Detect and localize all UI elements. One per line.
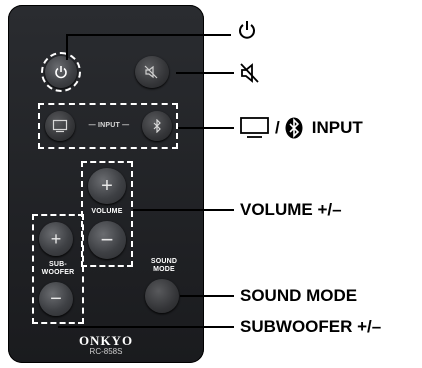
tv-input-button[interactable]	[45, 111, 75, 141]
mute-icon	[135, 56, 169, 88]
sound-mode-callout-line	[180, 295, 234, 297]
subwoofer-label: SUBWOOFER +/–	[240, 317, 382, 336]
input-callout: / INPUT	[240, 117, 363, 139]
subwoofer-down-button[interactable]: −	[39, 282, 73, 316]
plus-icon: +	[50, 228, 62, 249]
remote-control: — INPUT — + VOLUME − + SUB- WOOFER − SOU…	[8, 5, 204, 363]
sound-mode-text: SOUND MODE	[139, 258, 189, 274]
power-callout-icon	[238, 20, 256, 45]
mute-icon	[240, 63, 259, 83]
input-separator: /	[275, 118, 280, 137]
mute-callout-line	[176, 72, 234, 74]
tv-icon	[240, 117, 269, 138]
volume-up-button[interactable]: +	[88, 168, 126, 204]
volume-text: VOLUME	[91, 208, 123, 215]
sound-mode-button[interactable]	[145, 279, 179, 313]
mute-callout-icon	[240, 63, 262, 88]
sound-mode-text-line1: SOUND	[150, 258, 178, 265]
subwoofer-text-line2: WOOFER	[41, 269, 75, 276]
input-text: — INPUT —	[88, 122, 130, 129]
power-callout-line	[66, 34, 231, 36]
mute-button[interactable]	[135, 56, 169, 88]
subwoofer-text-line1: SUB-	[49, 261, 67, 268]
subwoofer-highlight	[32, 214, 84, 324]
input-label: INPUT	[311, 118, 363, 137]
subwoofer-callout-line	[58, 326, 234, 328]
plus-icon: +	[101, 174, 113, 197]
input-callout-line	[178, 127, 234, 129]
power-highlight	[41, 52, 81, 92]
sound-mode-label: SOUND MODE	[240, 286, 358, 305]
power-icon	[239, 21, 255, 39]
volume-callout-line	[133, 209, 234, 211]
subwoofer-up-button[interactable]: +	[39, 222, 73, 256]
sound-mode-text-line2: MODE	[153, 266, 175, 273]
brand-logo: ONKYO	[78, 333, 134, 348]
power-callout-drop	[66, 34, 68, 60]
minus-icon: −	[50, 287, 62, 310]
volume-down-button[interactable]: −	[88, 221, 126, 259]
subwoofer-text: SUB- WOOFER	[32, 261, 84, 277]
bluetooth-icon	[285, 117, 303, 139]
bluetooth-input-button[interactable]	[142, 111, 172, 141]
minus-icon: −	[100, 227, 114, 252]
input-highlight	[38, 103, 178, 149]
tv-icon	[45, 111, 75, 141]
volume-label: VOLUME +/–	[240, 200, 342, 219]
bluetooth-icon	[142, 111, 172, 141]
model-number: RC-858S	[89, 347, 123, 356]
